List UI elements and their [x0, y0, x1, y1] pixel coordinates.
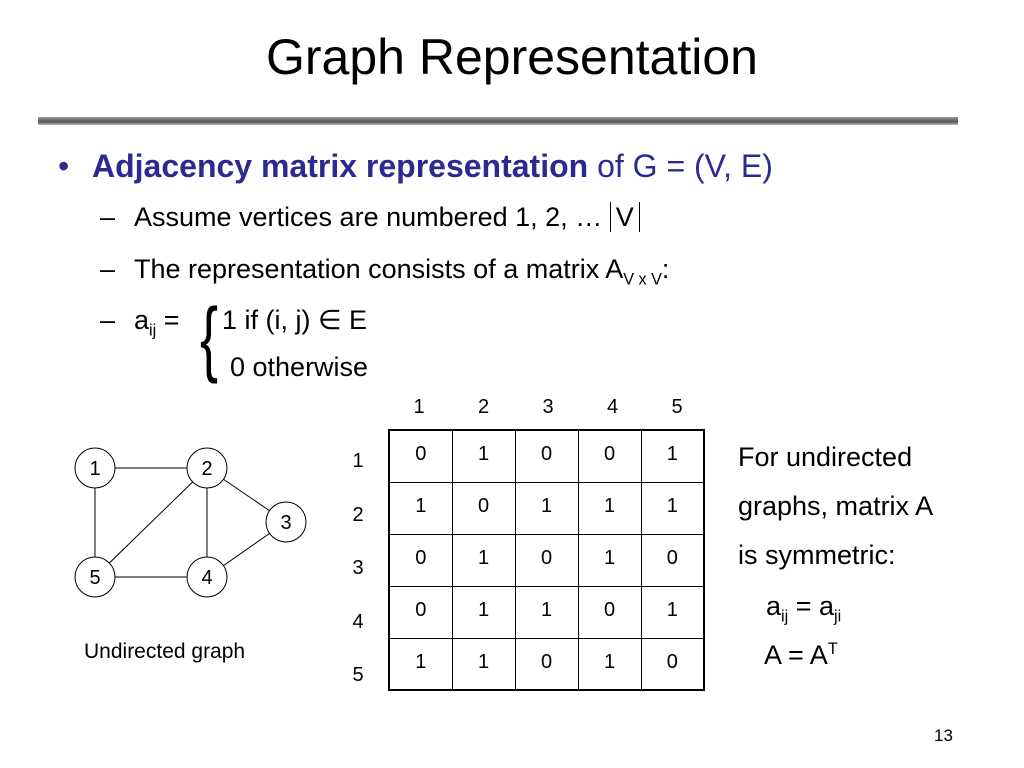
case-1: 1 if (i, j) ∈ E: [222, 305, 368, 335]
graph-node-4: 4: [186, 556, 228, 598]
matrix-cell: 0: [577, 429, 642, 483]
graph-node-label: 2: [201, 458, 212, 480]
matrix-cell: 0: [577, 585, 642, 639]
matrix-cell: 1: [577, 533, 642, 587]
graph-node-label: 4: [201, 567, 212, 589]
matrix-cell: 1: [514, 585, 579, 639]
matrix-cell: 1: [388, 481, 453, 535]
graph-node-3: 3: [265, 501, 307, 543]
matrix-cell: 1: [577, 637, 642, 691]
matrix-cell: 1: [514, 481, 579, 535]
matrix-cell: 1: [451, 585, 516, 639]
dash-2: –: [100, 254, 116, 284]
bullet-adjacency: • Adjacency matrix representation of G = …: [58, 148, 773, 185]
matrix-cell: 1: [388, 637, 453, 691]
matrix-row-header: 5: [352, 664, 364, 686]
sub-item-vertices: –Assume vertices are numbered 1, 2, … V: [100, 202, 640, 233]
matrix-cell: 1: [640, 481, 705, 535]
note-equation-2: A = AT: [764, 640, 838, 671]
matrix-cell: 0: [640, 637, 705, 691]
sub-item-2-colon: :: [661, 254, 670, 284]
matrix-cell: 0: [514, 429, 579, 483]
matrix-col-header: 5: [671, 396, 683, 418]
matrix-col-header: 4: [606, 396, 619, 418]
graph-node-1: 1: [74, 447, 116, 489]
bullet-symbol: •: [58, 148, 70, 184]
matrix-col-header: 1: [413, 396, 425, 418]
matrix-cell: 1: [640, 429, 705, 483]
eq2-text: A = A: [764, 640, 828, 670]
graph-node-5: 5: [74, 556, 116, 598]
matrix-row-header: 4: [352, 610, 364, 633]
note-line-3: is symmetric:: [738, 540, 896, 570]
aij-eq: =: [156, 305, 180, 335]
note-line-1: For undirected: [738, 442, 913, 472]
slide-title: Graph Representation: [266, 29, 758, 85]
matrix-cell: 0: [640, 533, 705, 587]
page-number: 13: [934, 726, 953, 745]
matrix-col-header: 2: [477, 396, 490, 418]
graph-node-label: 5: [89, 567, 100, 589]
matrix-col-header: 3: [542, 396, 554, 418]
matrix-cell: 0: [388, 429, 453, 483]
sub-item-aij: –aij =: [100, 305, 180, 340]
dash-1: –: [100, 202, 116, 232]
matrix-cell: 1: [577, 481, 642, 535]
graph-caption: Undirected graph: [84, 640, 246, 663]
eq1-mid: = a: [788, 591, 835, 621]
sub-item-2-text: The representation consists of a matrix …: [134, 254, 624, 284]
sub-item-2-sub: V x V: [623, 270, 662, 289]
cases-brace: {: [200, 291, 219, 385]
matrix-cell: 0: [514, 637, 579, 691]
sub-item-1-v: V: [609, 202, 640, 232]
bullet-bold-text: Adjacency matrix representation: [92, 148, 589, 184]
eq1-sub-ji: ji: [834, 607, 842, 626]
note-equation-1: aij = aji: [766, 591, 841, 626]
case-2: 0 otherwise: [230, 352, 369, 382]
matrix-cell: 0: [451, 481, 516, 535]
eq2-sup: T: [827, 640, 838, 658]
graph-node-label: 1: [89, 458, 100, 480]
matrix-cell: 1: [451, 533, 516, 587]
graph-node-label: 3: [280, 512, 291, 534]
aij-sub: ij: [149, 321, 157, 340]
matrix-row-header: 1: [352, 450, 364, 472]
matrix-cell: 0: [514, 533, 579, 587]
undirected-graph: 1 2 3 4 5: [74, 447, 307, 598]
graph-node-2: 2: [186, 447, 228, 489]
dash-3: –: [100, 305, 116, 335]
matrix-row-header: 2: [352, 503, 364, 526]
eq1-sub-ij: ij: [781, 607, 789, 626]
bullet-rest-text: of G = (V, E): [588, 148, 773, 184]
matrix-row-header: 3: [352, 557, 364, 579]
matrix-cell: 1: [451, 637, 516, 691]
aij-a: a: [134, 305, 150, 335]
title-divider: [38, 117, 958, 125]
matrix-cell: 0: [388, 585, 453, 639]
matrix-cell: 1: [640, 585, 705, 639]
matrix-cell: 1: [451, 429, 516, 483]
graph-edge-2-5: [94, 467, 208, 578]
matrix-cell: 0: [388, 533, 453, 587]
sub-item-matrix: –The representation consists of a matrix…: [100, 254, 669, 289]
note-line-2: graphs, matrix A: [738, 491, 934, 521]
eq1-a: a: [766, 591, 782, 621]
sub-item-1-text: Assume vertices are numbered 1, 2, …: [134, 202, 610, 232]
